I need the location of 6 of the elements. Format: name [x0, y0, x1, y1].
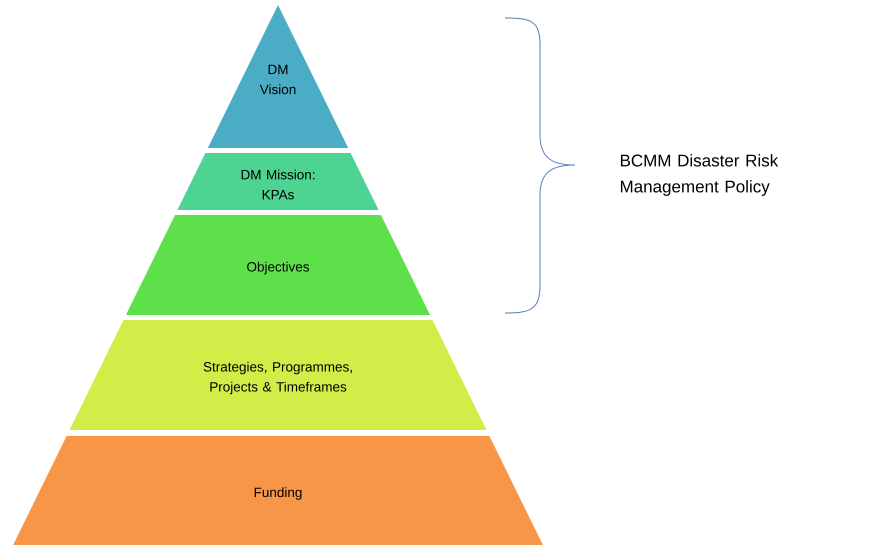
pyramid-layer: Objectives	[126, 215, 430, 315]
pyramid-layer: DM Vision	[208, 5, 348, 148]
pyramid-layer: Funding	[13, 436, 543, 545]
pyramid-layer: DM Mission: KPAs	[177, 153, 379, 210]
pyramid-layer: Strategies, Programmes, Projects & Timeframes	[70, 320, 486, 430]
policy-label: BCMM Disaster Risk Management Policy	[620, 154, 778, 196]
